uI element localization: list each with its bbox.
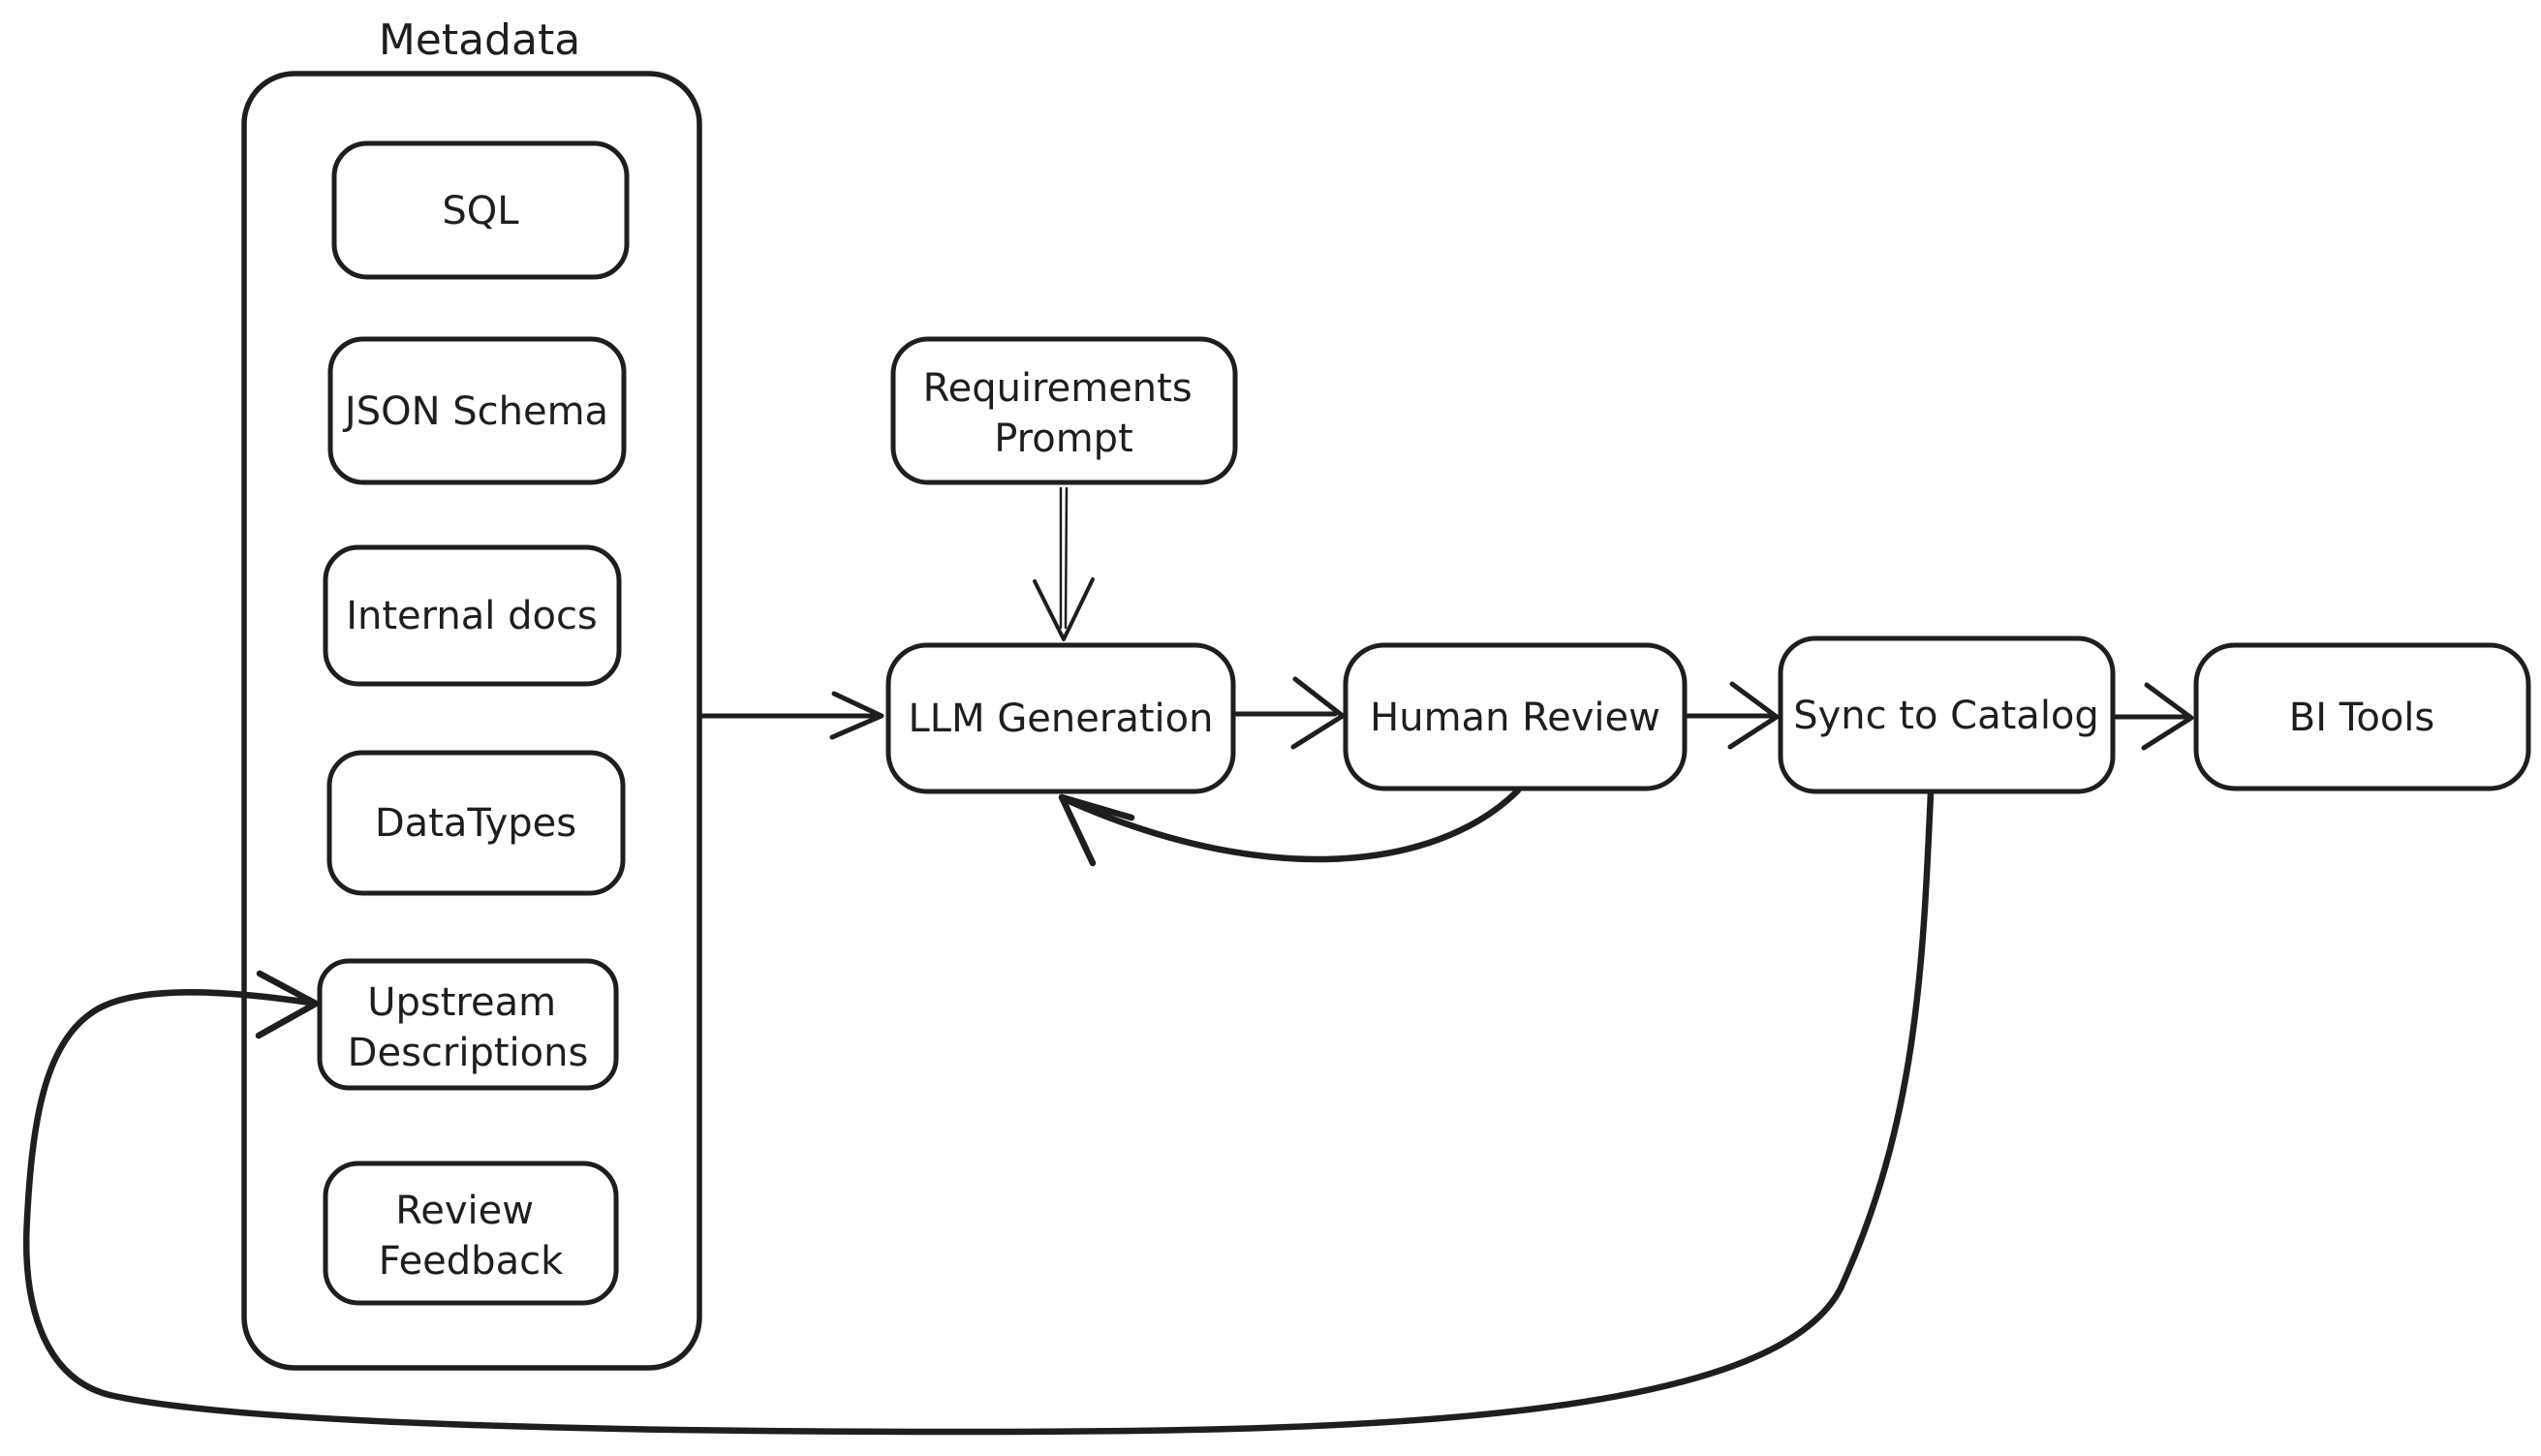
node-review-feedback: Review Feedback: [323, 1161, 619, 1306]
sql-label: SQL: [442, 189, 519, 233]
node-upstream-descriptions: Upstream Descriptions: [317, 958, 619, 1091]
datatypes-box: [326, 750, 626, 896]
node-sync-to-catalog: Sync to Catalog: [1778, 635, 2116, 794]
human-review-label: Human Review: [1370, 696, 1660, 740]
metadata-group: Metadata SQL JSON Schema Internal docs D…: [241, 15, 702, 1371]
arrow-human-review-feedback-to-llm: [1058, 787, 1522, 867]
node-datatypes: DataTypes: [326, 750, 626, 896]
bi-tools-label: BI Tools: [2289, 696, 2435, 740]
arrow-metadata-to-llm-head: [829, 691, 884, 740]
internal-docs-box: [323, 544, 622, 687]
bi-tools-box: [2193, 642, 2531, 791]
node-human-review: Human Review: [1343, 642, 1688, 791]
arrow-requirements-to-llm-shaft-2: [1064, 486, 1069, 630]
node-bi-tools: BI Tools: [2193, 642, 2531, 791]
arrow-sync-to-bi-tools: [2112, 682, 2194, 751]
json-schema-box: [327, 336, 627, 485]
review-feedback-label: Review Feedback: [379, 1189, 564, 1284]
upstream-descriptions-label: Upstream Descriptions: [348, 980, 589, 1075]
arrow-llm-to-human-review-head: [1290, 676, 1346, 750]
node-sql: SQL: [331, 140, 630, 280]
node-requirements-prompt: Requirements Prompt: [890, 336, 1238, 485]
metadata-group-label: Metadata: [379, 15, 580, 65]
arrow-sync-feedback-to-upstream: [23, 789, 1935, 1436]
requirements-prompt-label: Requirements Prompt: [923, 366, 1205, 461]
node-llm-generation: LLM Generation: [885, 642, 1236, 794]
arrow-human-review-to-sync-head: [1727, 681, 1780, 750]
llm-generation-box: [885, 642, 1236, 794]
arrow-llm-to-human-review: [1232, 676, 1346, 750]
arrow-requirements-to-llm: [1033, 486, 1095, 641]
node-internal-docs: Internal docs: [323, 544, 622, 687]
datatypes-label: DataTypes: [375, 801, 576, 846]
sync-to-catalog-label: Sync to Catalog: [1793, 694, 2099, 738]
metadata-group-box: [241, 71, 702, 1371]
llm-generation-label: LLM Generation: [909, 697, 1214, 741]
review-feedback-box: [323, 1161, 619, 1306]
sql-box: [331, 140, 630, 280]
upstream-descriptions-box: [317, 958, 619, 1091]
arrow-metadata-to-llm: [697, 691, 884, 740]
requirements-prompt-box: [890, 336, 1238, 485]
node-json-schema: JSON Schema: [327, 336, 627, 485]
arrow-sync-to-bi-tools-head: [2141, 682, 2194, 751]
arrow-requirements-to-llm-head: [1033, 577, 1095, 641]
arrow-human-review-feedback-shaft: [1059, 787, 1522, 863]
internal-docs-label: Internal docs: [346, 594, 598, 638]
arrow-sync-feedback-shaft: [23, 789, 1935, 1436]
arrow-sync-feedback-head: [255, 970, 320, 1039]
arrow-human-review-to-sync: [1684, 681, 1780, 750]
arrow-human-review-feedback-head: [1058, 793, 1135, 867]
json-schema-label: JSON Schema: [342, 389, 608, 434]
sync-to-catalog-box: [1778, 635, 2116, 794]
